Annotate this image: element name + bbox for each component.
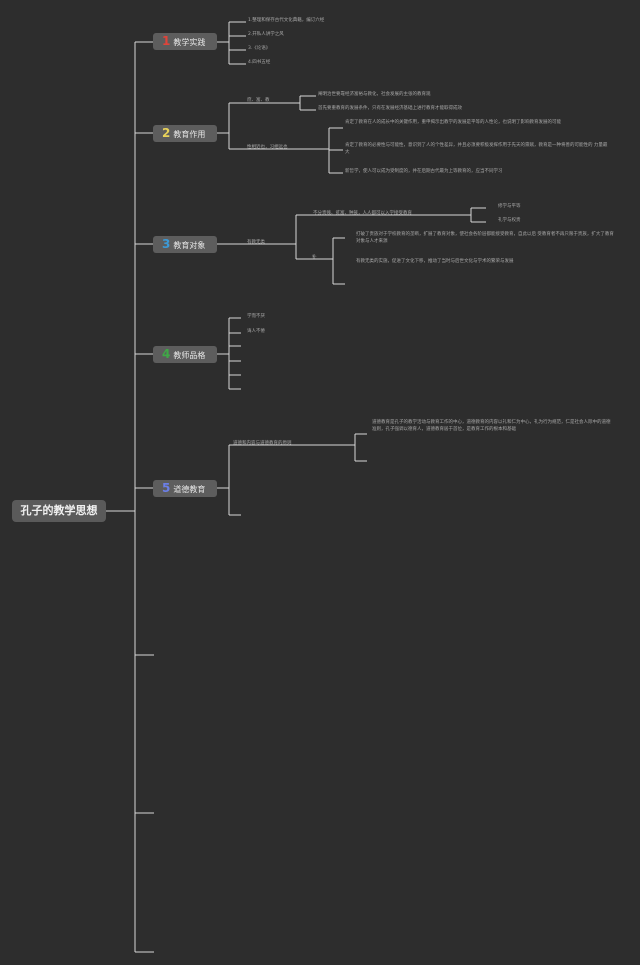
sub-node: 道德和内容与道德教育的原则 bbox=[233, 441, 292, 446]
leaf-node: 2.开私人讲学之风 bbox=[248, 32, 284, 37]
leaf-node: 肯定了教育在人的成长中的关键作用，重申揭示出教学的发展是平等的人性论，也说明了影… bbox=[345, 120, 561, 125]
branch-label: 教学实践 bbox=[173, 38, 206, 47]
leaf-node: 阐明治世要靠经济富裕与教化，社会发展的主张的教育观 bbox=[318, 92, 431, 97]
sub-node: 有教无类 bbox=[247, 240, 265, 245]
sub-node: 性相近也，习相远也 bbox=[247, 145, 288, 150]
branch-label: 教育对象 bbox=[173, 241, 206, 250]
leaf-node: 1.整理和保存古代文化典籍，编订六经 bbox=[248, 18, 325, 23]
leaf-node: 打破了贵族对于学校教育的垄断，扩展了教育对象，使社会各阶层都能接受教育，自此以后… bbox=[356, 232, 614, 244]
sub-node: 补 bbox=[312, 255, 317, 260]
branch-number: 3 bbox=[162, 237, 171, 251]
branch-label: 道德教育 bbox=[173, 485, 206, 494]
leaf-node: 新哲学，使人可以成为受制度的，并在后期古代最为上等教育的，应当不同学习 bbox=[345, 169, 503, 174]
leaf-node: 礼学与权贵 bbox=[498, 218, 521, 223]
branch-label: 教育作用 bbox=[173, 130, 206, 139]
leaf-node: 道德教育是孔子的教学活动与教育工作的中心，道德教育的内容以礼和仁为中心，礼为行为… bbox=[372, 420, 611, 432]
branch-number: 5 bbox=[162, 481, 171, 495]
leaf-node: 肯定了教育的必要性与可能性，意识到了人的个性差异，并且必须要积极发挥作用于先天的… bbox=[345, 143, 608, 155]
leaf-node: 3.《论语》 bbox=[248, 46, 271, 51]
sub-node: 庶、富、教 bbox=[247, 98, 270, 103]
leaf-node: 4.四书五经 bbox=[248, 60, 271, 65]
root-node[interactable]: 孔子的教学思想 bbox=[12, 500, 106, 522]
branch-label: 教师品格 bbox=[173, 351, 206, 360]
sub-node: 不分贵贱、贫富、种族，人人都可以入学接受教育 bbox=[313, 211, 412, 216]
leaf-node: 修学与平等 bbox=[498, 204, 521, 209]
leaf-node: 学而不厌 bbox=[247, 314, 265, 319]
leaf-node: 有教无类的实施，促进了文化下移，推动了当时与后世文化与学术的繁荣与发展 bbox=[356, 259, 514, 264]
branch-number: 2 bbox=[162, 126, 171, 140]
leaf-node: 诲人不倦 bbox=[247, 329, 265, 334]
leaf-node: 首先要重教育的发展条件，只有在发展经济基础上进行教育才能取得成效 bbox=[318, 106, 462, 111]
branch-number: 4 bbox=[162, 347, 171, 361]
branch-number: 1 bbox=[162, 34, 171, 48]
